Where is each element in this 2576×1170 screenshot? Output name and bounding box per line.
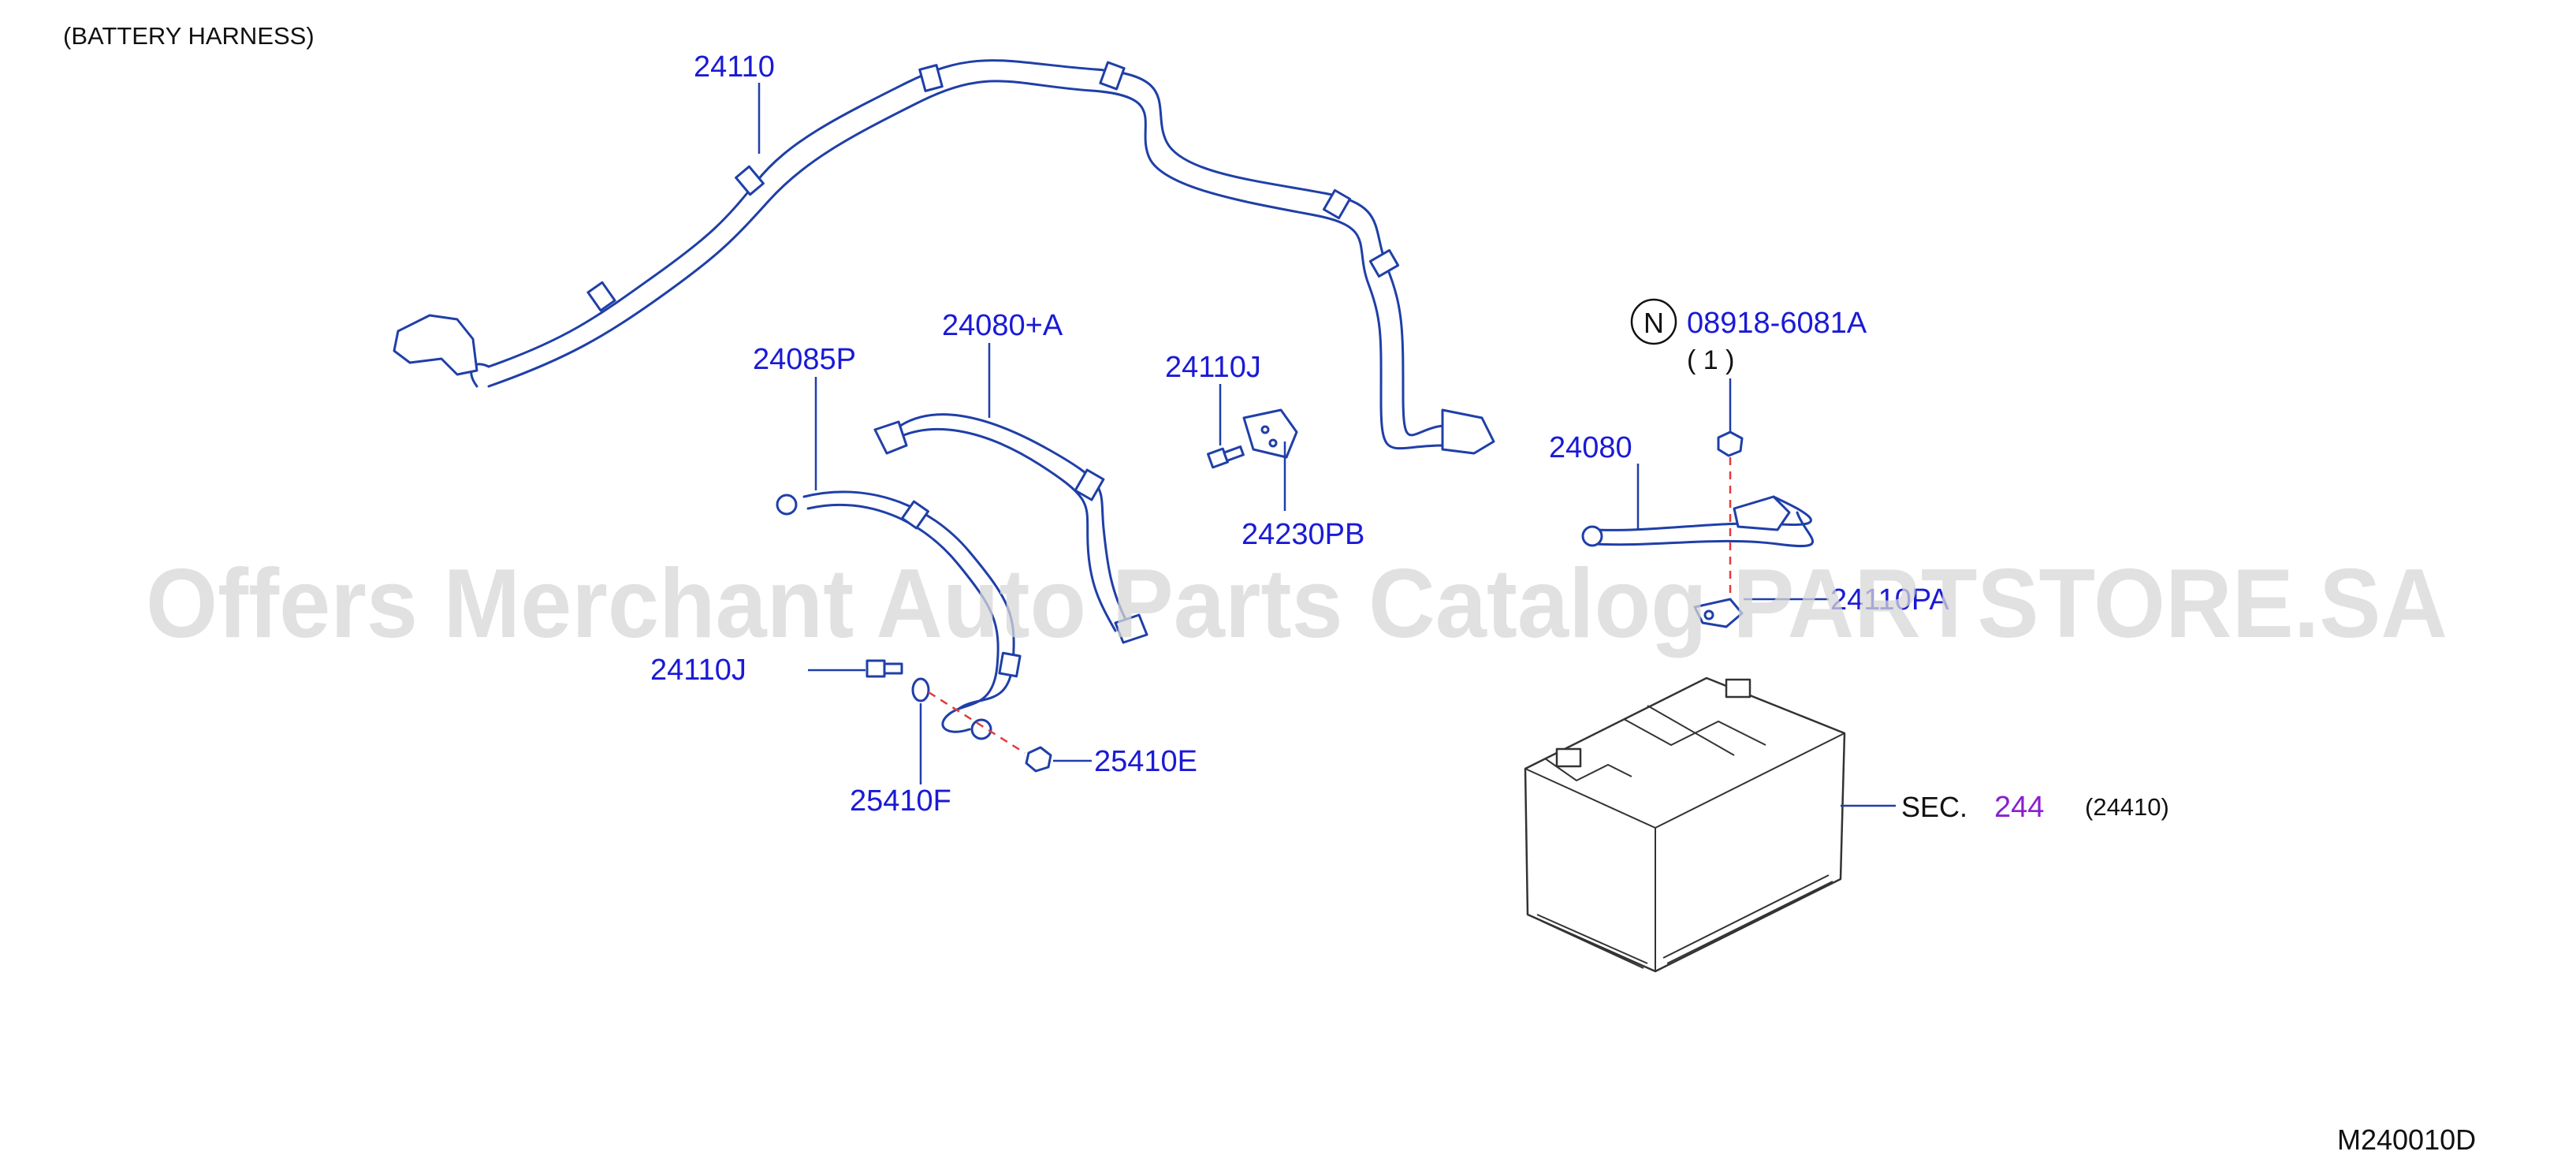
note-n-circle	[1630, 298, 1677, 345]
section-title: (BATTERY HARNESS)	[63, 22, 315, 50]
callout-24110pa[interactable]: 24110PA	[1830, 583, 1949, 617]
callout-08918-6081a[interactable]: 08918-6081A	[1687, 307, 1867, 340]
washer-25410f[interactable]	[911, 677, 930, 702]
battery-cable-24080a[interactable]	[873, 413, 1148, 644]
callout-24080-plus-a[interactable]: 24080+A	[942, 309, 1063, 342]
nut-08918-6081a[interactable]	[1717, 430, 1744, 457]
bolt-24110j-upper[interactable]	[1207, 445, 1245, 469]
bolt-24110j-lower[interactable]	[865, 659, 903, 678]
battery[interactable]	[1524, 676, 1846, 973]
callout-25410f[interactable]: 25410F	[850, 784, 951, 818]
watermark: Offers Merchant Auto Parts Catalog PARTS…	[146, 550, 2448, 658]
clip-24110pa[interactable]	[1693, 598, 1744, 628]
sec-part-number: (24410)	[2085, 793, 2169, 821]
battery-harness-24110[interactable]	[393, 59, 1495, 455]
battery-cable-24080[interactable]	[1581, 495, 1815, 548]
callout-25410e[interactable]: 25410E	[1094, 745, 1197, 778]
sec-number-link[interactable]: 244	[1994, 791, 2044, 824]
callout-24085p[interactable]: 24085P	[753, 343, 856, 376]
callout-24110j-upper[interactable]: 24110J	[1165, 351, 1261, 384]
callout-24110[interactable]: 24110	[694, 50, 775, 84]
battery-cable-24085p[interactable]	[776, 490, 1022, 740]
callout-24080[interactable]: 24080	[1549, 431, 1632, 464]
callout-24110j-lower[interactable]: 24110J	[650, 654, 746, 687]
callout-24230pb[interactable]: 24230PB	[1241, 518, 1364, 551]
sec-label: SEC.	[1901, 791, 1967, 823]
note-symbol: N	[1644, 307, 1664, 339]
nut-25410e[interactable]	[1025, 746, 1052, 773]
bracket-24230pb[interactable]	[1242, 408, 1298, 459]
note-quantity: ( 1 )	[1687, 345, 1734, 375]
diagram-code: M240010D	[2337, 1123, 2476, 1156]
